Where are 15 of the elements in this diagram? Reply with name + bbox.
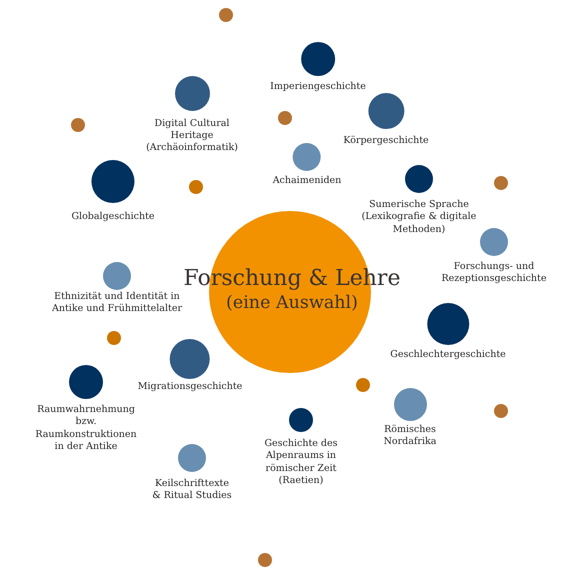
- topic-label: Geschlechtergeschichte: [390, 349, 506, 362]
- topic-label: Migrationsgeschichte: [138, 381, 242, 394]
- topic-label: Achaimeniden: [272, 175, 342, 188]
- hub-subtitle: (eine Auswahl): [226, 293, 358, 314]
- topic-label: Ethnizität und Identität in Antike und Frühmittelalter: [51, 291, 183, 316]
- topic-label: Digital Cultural Heritage (Archäoinformatik): [145, 118, 239, 155]
- topic-label: Römisches Nordafrika: [382, 424, 438, 448]
- topic-label: Raumwahrnehmung bzw. Raumkonstruktionen in der Antike: [34, 404, 138, 454]
- topic-label: Keilschrifttexte & Ritual Studies: [152, 478, 232, 503]
- topic-label: Globalgeschichte: [71, 210, 155, 223]
- topic-label: Sumerische Sprache (Lexikografie & digitale Methoden): [361, 199, 477, 236]
- topic-label: Imperiengeschichte: [270, 81, 366, 94]
- topic-label: Körpergeschichte: [343, 135, 429, 148]
- topic-label: Forschungs- und Rezeptionsgeschichte: [441, 261, 547, 286]
- topic-label: Geschichte des Alpenraums in römischer Zeit (Raetien): [263, 438, 339, 488]
